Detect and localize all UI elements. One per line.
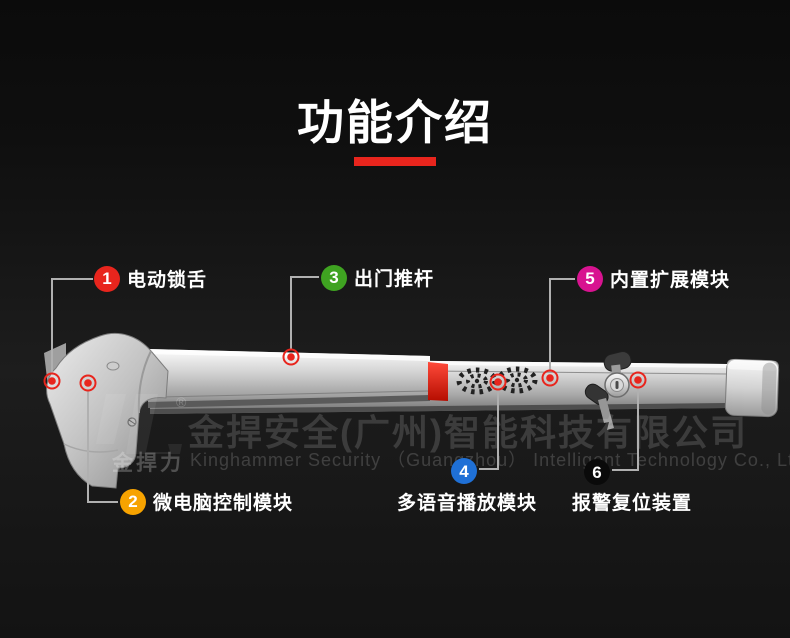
watermark-logo-mark xyxy=(96,394,182,454)
head-piece xyxy=(46,332,169,489)
marker-dot-1 xyxy=(43,372,61,390)
registered-mark: ® xyxy=(176,394,187,410)
speaker-grille-left xyxy=(456,367,498,395)
callout-push-bar: 3 出门推杆 xyxy=(321,264,434,291)
key-icon xyxy=(584,351,632,430)
callout-4-badge: 4 xyxy=(451,458,477,484)
callout-expansion-module: 5 内置扩展模块 xyxy=(577,265,730,292)
watermark-company-en: Kinghammer Security （Guangzhou） Intellig… xyxy=(190,450,790,470)
callout-3-label: 出门推杆 xyxy=(354,269,435,290)
housing-bar xyxy=(150,358,728,414)
callout-electric-bolt: 1 电动锁舌 xyxy=(94,265,207,292)
callout-1-label: 电动锁舌 xyxy=(127,270,208,291)
lock-cylinder xyxy=(604,372,630,398)
leader-lines xyxy=(51,276,639,503)
marker-dot-4 xyxy=(489,373,507,391)
marker-dot-5 xyxy=(541,369,559,387)
callout-6-label: 报警复位装置 xyxy=(572,493,693,514)
callout-2-badge: 2 xyxy=(120,488,146,515)
callout-6-badge: 6 xyxy=(584,459,610,485)
callout-5-badge: 5 xyxy=(577,265,603,292)
head-flange xyxy=(44,343,66,412)
red-strip xyxy=(428,362,448,401)
title-underline xyxy=(354,157,436,166)
page-title: 功能介绍 xyxy=(297,96,493,149)
callout-microcomputer-module: 2 微电脑控制模块 xyxy=(120,488,293,515)
callout-4-label: 多语音播放模块 xyxy=(397,493,538,514)
push-bar xyxy=(148,349,430,408)
callout-2-label: 微电脑控制模块 xyxy=(153,493,294,514)
callout-5-label: 内置扩展模块 xyxy=(610,270,731,291)
marker-dot-6 xyxy=(629,371,647,389)
marker-dot-2 xyxy=(79,374,97,392)
callout-1-badge: 1 xyxy=(94,265,120,292)
watermark-company-cn: 金捍安全(广州)智能科技有限公司 xyxy=(188,412,748,453)
marker-dots xyxy=(43,348,647,392)
end-cap xyxy=(724,358,780,418)
marker-dot-3 xyxy=(282,348,300,366)
watermark-logo-text: 金捍力 xyxy=(112,452,184,475)
speaker-grille-right xyxy=(496,366,538,394)
callout-3-badge: 3 xyxy=(321,264,347,291)
